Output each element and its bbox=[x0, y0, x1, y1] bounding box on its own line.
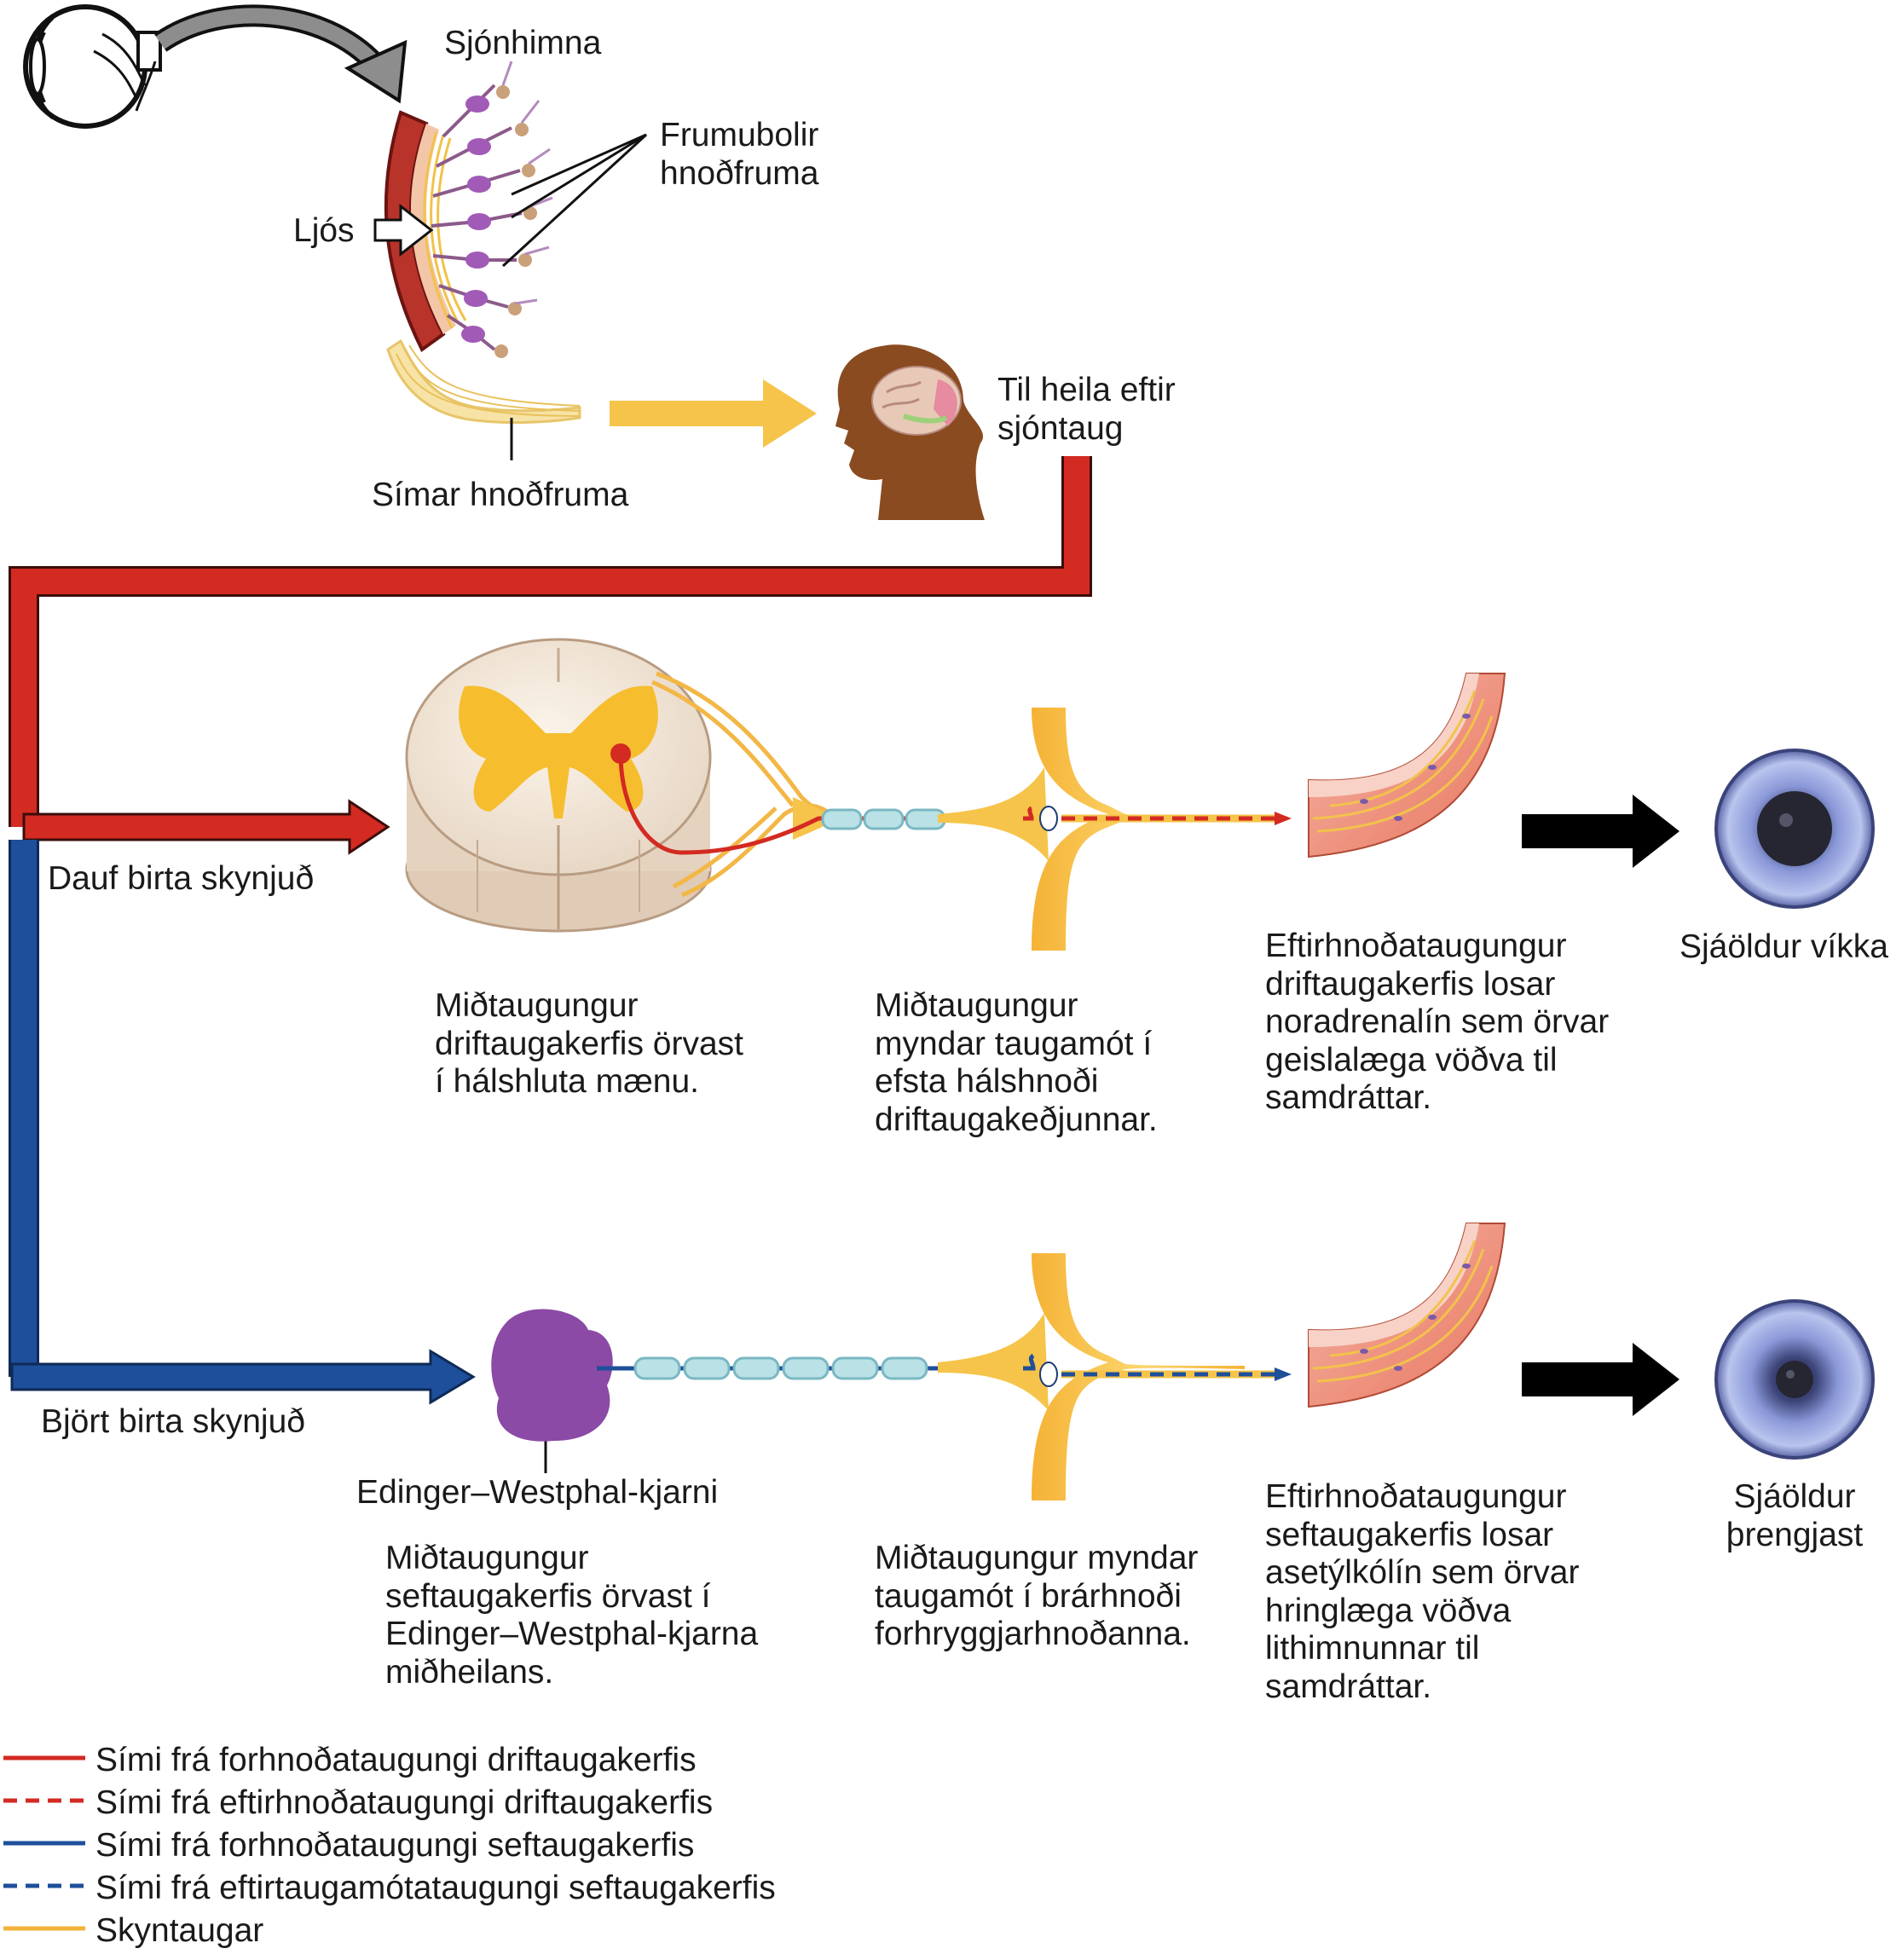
sympathetic-preganglionic-fiber bbox=[618, 753, 1023, 855]
legend-swatch bbox=[3, 1883, 85, 1888]
sympathetic-step-2: Miðtaugungur myndar taugamót í efsta hál… bbox=[875, 987, 1158, 1138]
legend-label: Sími frá eftirhnoðataugungi driftaugaker… bbox=[95, 1784, 714, 1821]
light-label: Ljós bbox=[293, 212, 355, 249]
legend-row-sympathetic-post: Sími frá eftirhnoðataugungi driftaugaker… bbox=[0, 1784, 938, 1826]
sympathetic-step-3: Eftirhnoðataugungur driftaugakerfis losa… bbox=[1265, 928, 1610, 1116]
edinger-westphal-label: Edinger–Westphal-kjarni bbox=[356, 1474, 719, 1511]
ciliary-ganglion-icon bbox=[938, 1253, 1245, 1500]
legend-label: Skyntaugar bbox=[95, 1912, 264, 1949]
ganglion-bodies-label: Frumubolir hnoðfruma bbox=[660, 117, 819, 192]
yellow-arrow bbox=[610, 379, 817, 448]
retina-section bbox=[384, 61, 581, 425]
parasympathetic-step-3: Eftirhnoðataugungur seftaugakerfis losar… bbox=[1265, 1478, 1580, 1705]
dim-light-arrow bbox=[22, 799, 390, 855]
legend-row-sensory: Skyntaugar bbox=[0, 1911, 938, 1954]
iris-muscle-icon-2 bbox=[1308, 1223, 1506, 1408]
myelin-sheath bbox=[821, 808, 946, 830]
edinger-westphal-nucleus-icon bbox=[491, 1309, 613, 1442]
black-arrow-2 bbox=[1522, 1343, 1679, 1416]
dim-light-label: Dauf birta skynjuð bbox=[48, 860, 315, 897]
pupil-constricted-icon bbox=[1714, 1299, 1875, 1460]
legend-label: Sími frá forhnoðataugungi driftaugakerfi… bbox=[95, 1742, 697, 1778]
legend-label: Sími frá forhnoðataugungi seftaugakerfis bbox=[95, 1827, 695, 1864]
legend-swatch bbox=[3, 1755, 85, 1761]
legend: Sími frá forhnoðataugungi driftaugakerfi… bbox=[0, 1741, 938, 1954]
parasympathetic-step-1: Miðtaugungur seftaugakerfis örvast í Edi… bbox=[385, 1540, 759, 1691]
light-arrow-icon bbox=[373, 203, 434, 257]
legend-row-parasympathetic-post: Sími frá eftirtaugamótataugungi seftauga… bbox=[0, 1869, 938, 1911]
grey-curved-arrow bbox=[153, 4, 408, 104]
parasympathetic-step-2: Miðtaugungur myndar taugamót í brárhnoði… bbox=[875, 1540, 1199, 1652]
to-brain-label: Til heila eftir sjóntaug bbox=[997, 372, 1176, 447]
sympathetic-step-1: Miðtaugungur driftaugakerfis örvast í há… bbox=[435, 987, 743, 1100]
parasympathetic-postganglionic-fiber bbox=[1061, 1367, 1292, 1381]
legend-row-parasympathetic-pre: Sími frá forhnoðataugungi seftaugakerfis bbox=[0, 1826, 938, 1869]
ganglion-icon bbox=[938, 708, 1245, 951]
sympathetic-postganglionic-fiber bbox=[1061, 812, 1292, 825]
legend-swatch bbox=[3, 1798, 85, 1803]
leader-lines bbox=[501, 133, 648, 1473]
ganglion-axons-label: Símar hnoðfruma bbox=[372, 477, 629, 513]
spinal-cord-icon bbox=[405, 638, 712, 933]
bright-light-label: Björt birta skynjuð bbox=[41, 1403, 305, 1440]
legend-row-sympathetic-pre: Sími frá forhnoðataugungi driftaugakerfi… bbox=[0, 1741, 938, 1784]
myelin-sheath-2 bbox=[633, 1356, 928, 1380]
pupil-constricts-label: Sjáöldur þrengjast bbox=[1726, 1478, 1864, 1553]
eye-icon bbox=[23, 4, 162, 129]
bright-light-arrow bbox=[10, 1349, 476, 1405]
iris-muscle-icon bbox=[1308, 673, 1506, 859]
brain-head-icon bbox=[835, 344, 985, 520]
legend-swatch bbox=[3, 1841, 85, 1846]
legend-label: Sími frá eftirtaugamótataugungi seftauga… bbox=[95, 1870, 776, 1906]
retina-label: Sjónhimna bbox=[444, 25, 602, 61]
pupil-dilates-label: Sjáöldur víkka bbox=[1679, 928, 1888, 965]
pupil-dilated-icon bbox=[1714, 749, 1875, 909]
legend-swatch bbox=[3, 1926, 85, 1931]
black-arrow bbox=[1522, 795, 1679, 868]
